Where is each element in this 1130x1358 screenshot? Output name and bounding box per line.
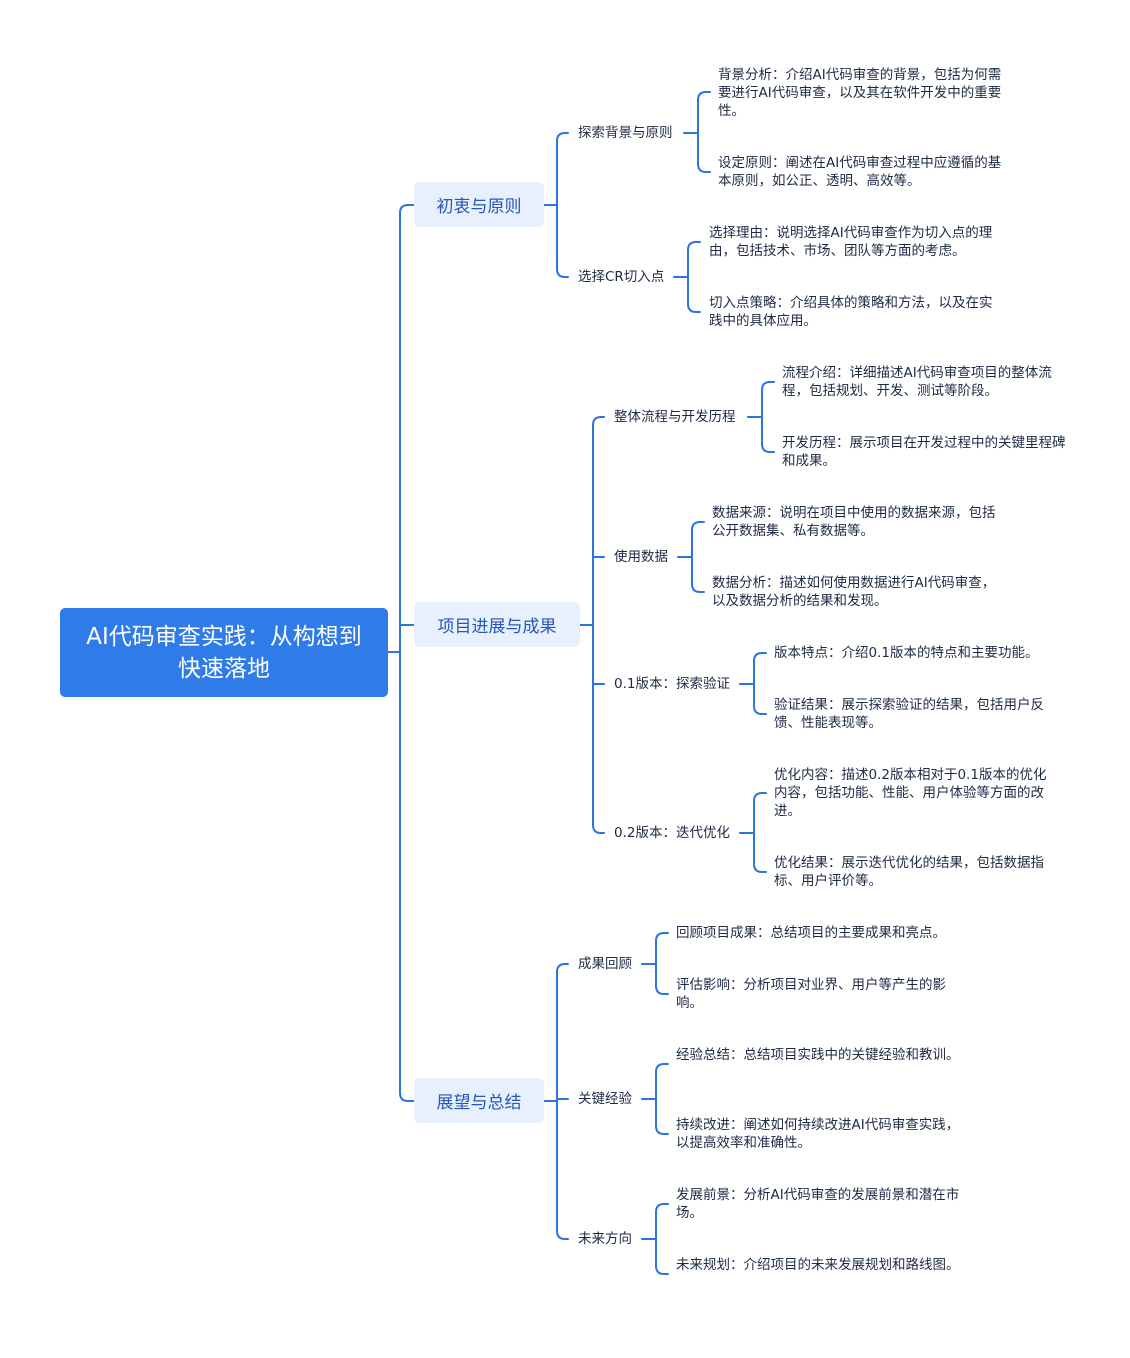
topic-label: 初衷与原则	[436, 197, 522, 217]
detail-node[interactable]: 流程介绍：详细描述AI代码审查项目的整体流程，包括规划、开发、测试等阶段。	[782, 365, 1052, 399]
detail-node[interactable]: 数据来源：说明在项目中使用的数据来源，包括公开数据集、私有数据等。	[712, 505, 996, 539]
subtopic-node[interactable]: 0.1版本：探索验证	[614, 676, 730, 692]
subtopic-node[interactable]: 关键经验	[578, 1091, 632, 1107]
detail-node[interactable]: 背景分析：介绍AI代码审查的背景，包括为何需要进行AI代码审查，以及其在软件开发…	[718, 67, 1002, 119]
detail-node[interactable]: 切入点策略：介绍具体的策略和方法，以及在实践中的具体应用。	[709, 295, 993, 329]
detail-node[interactable]: 选择理由：说明选择AI代码审查作为切入点的理由，包括技术、市场、团队等方面的考虑…	[709, 225, 993, 259]
detail-node[interactable]: 回顾项目成果：总结项目的主要成果和亮点。	[676, 925, 946, 941]
subtopic-node[interactable]: 未来方向	[578, 1231, 632, 1247]
subtopic-node[interactable]: 探索背景与原则	[578, 125, 673, 141]
connector-branch-3	[543, 963, 569, 1240]
connector-branch-1	[543, 132, 569, 278]
detail-node[interactable]: 评估影响：分析项目对业界、用户等产生的影响。	[676, 977, 946, 1011]
connector-sub	[683, 91, 711, 173]
detail-node[interactable]: 验证结果：展示探索验证的结果，包括用户反馈、性能表现等。	[774, 697, 1044, 731]
connector-sub	[747, 381, 775, 453]
root-topic-label: AI代码审查实践：从构想到快速落地	[86, 623, 362, 682]
connector-sub	[641, 1063, 669, 1135]
detail-node[interactable]: 经验总结：总结项目实践中的关键经验和教训。	[676, 1047, 960, 1063]
root-topic[interactable]: AI代码审查实践：从构想到快速落地	[60, 608, 388, 697]
topic-branch-1[interactable]: 初衷与原则	[414, 182, 544, 227]
detail-node[interactable]: 发展前景：分析AI代码审查的发展前景和潜在市场。	[676, 1187, 960, 1221]
connector-sub	[641, 932, 669, 995]
topic-branch-3[interactable]: 展望与总结	[414, 1078, 544, 1123]
detail-node[interactable]: 持续改进：阐述如何持续改进AI代码审查实践，以提高效率和准确性。	[676, 1117, 960, 1151]
topic-label: 展望与总结	[436, 1093, 522, 1113]
detail-node[interactable]: 未来规划：介绍项目的未来发展规划和路线图。	[676, 1257, 960, 1273]
detail-node[interactable]: 版本特点：介绍0.1版本的特点和主要功能。	[774, 645, 1039, 661]
root-connector	[387, 204, 415, 1102]
connector-sub	[677, 521, 705, 593]
subtopic-node[interactable]: 成果回顾	[578, 956, 632, 972]
connector-branch-2	[579, 416, 605, 834]
topic-label: 项目进展与成果	[437, 617, 557, 637]
subtopic-node[interactable]: 整体流程与开发历程	[614, 409, 736, 425]
connector-sub	[641, 1203, 669, 1275]
subtopic-node[interactable]: 选择CR切入点	[578, 269, 665, 285]
detail-node[interactable]: 开发历程：展示项目在开发过程中的关键里程碑和成果。	[782, 435, 1066, 469]
subtopic-node[interactable]: 0.2版本：迭代优化	[614, 825, 730, 841]
topic-branch-2[interactable]: 项目进展与成果	[414, 602, 580, 647]
detail-node[interactable]: 数据分析：描述如何使用数据进行AI代码审查，以及数据分析的结果和发现。	[712, 575, 996, 609]
connector-sub	[739, 652, 767, 715]
connector-sub	[739, 792, 767, 873]
connector-sub	[673, 241, 701, 313]
detail-node[interactable]: 设定原则：阐述在AI代码审查过程中应遵循的基本原则，如公正、透明、高效等。	[718, 155, 1002, 189]
subtopic-node[interactable]: 使用数据	[614, 549, 668, 565]
detail-node[interactable]: 优化内容：描述0.2版本相对于0.1版本的优化内容，包括功能、性能、用户体验等方…	[774, 767, 1047, 819]
detail-node[interactable]: 优化结果：展示迭代优化的结果，包括数据指标、用户评价等。	[774, 855, 1044, 889]
